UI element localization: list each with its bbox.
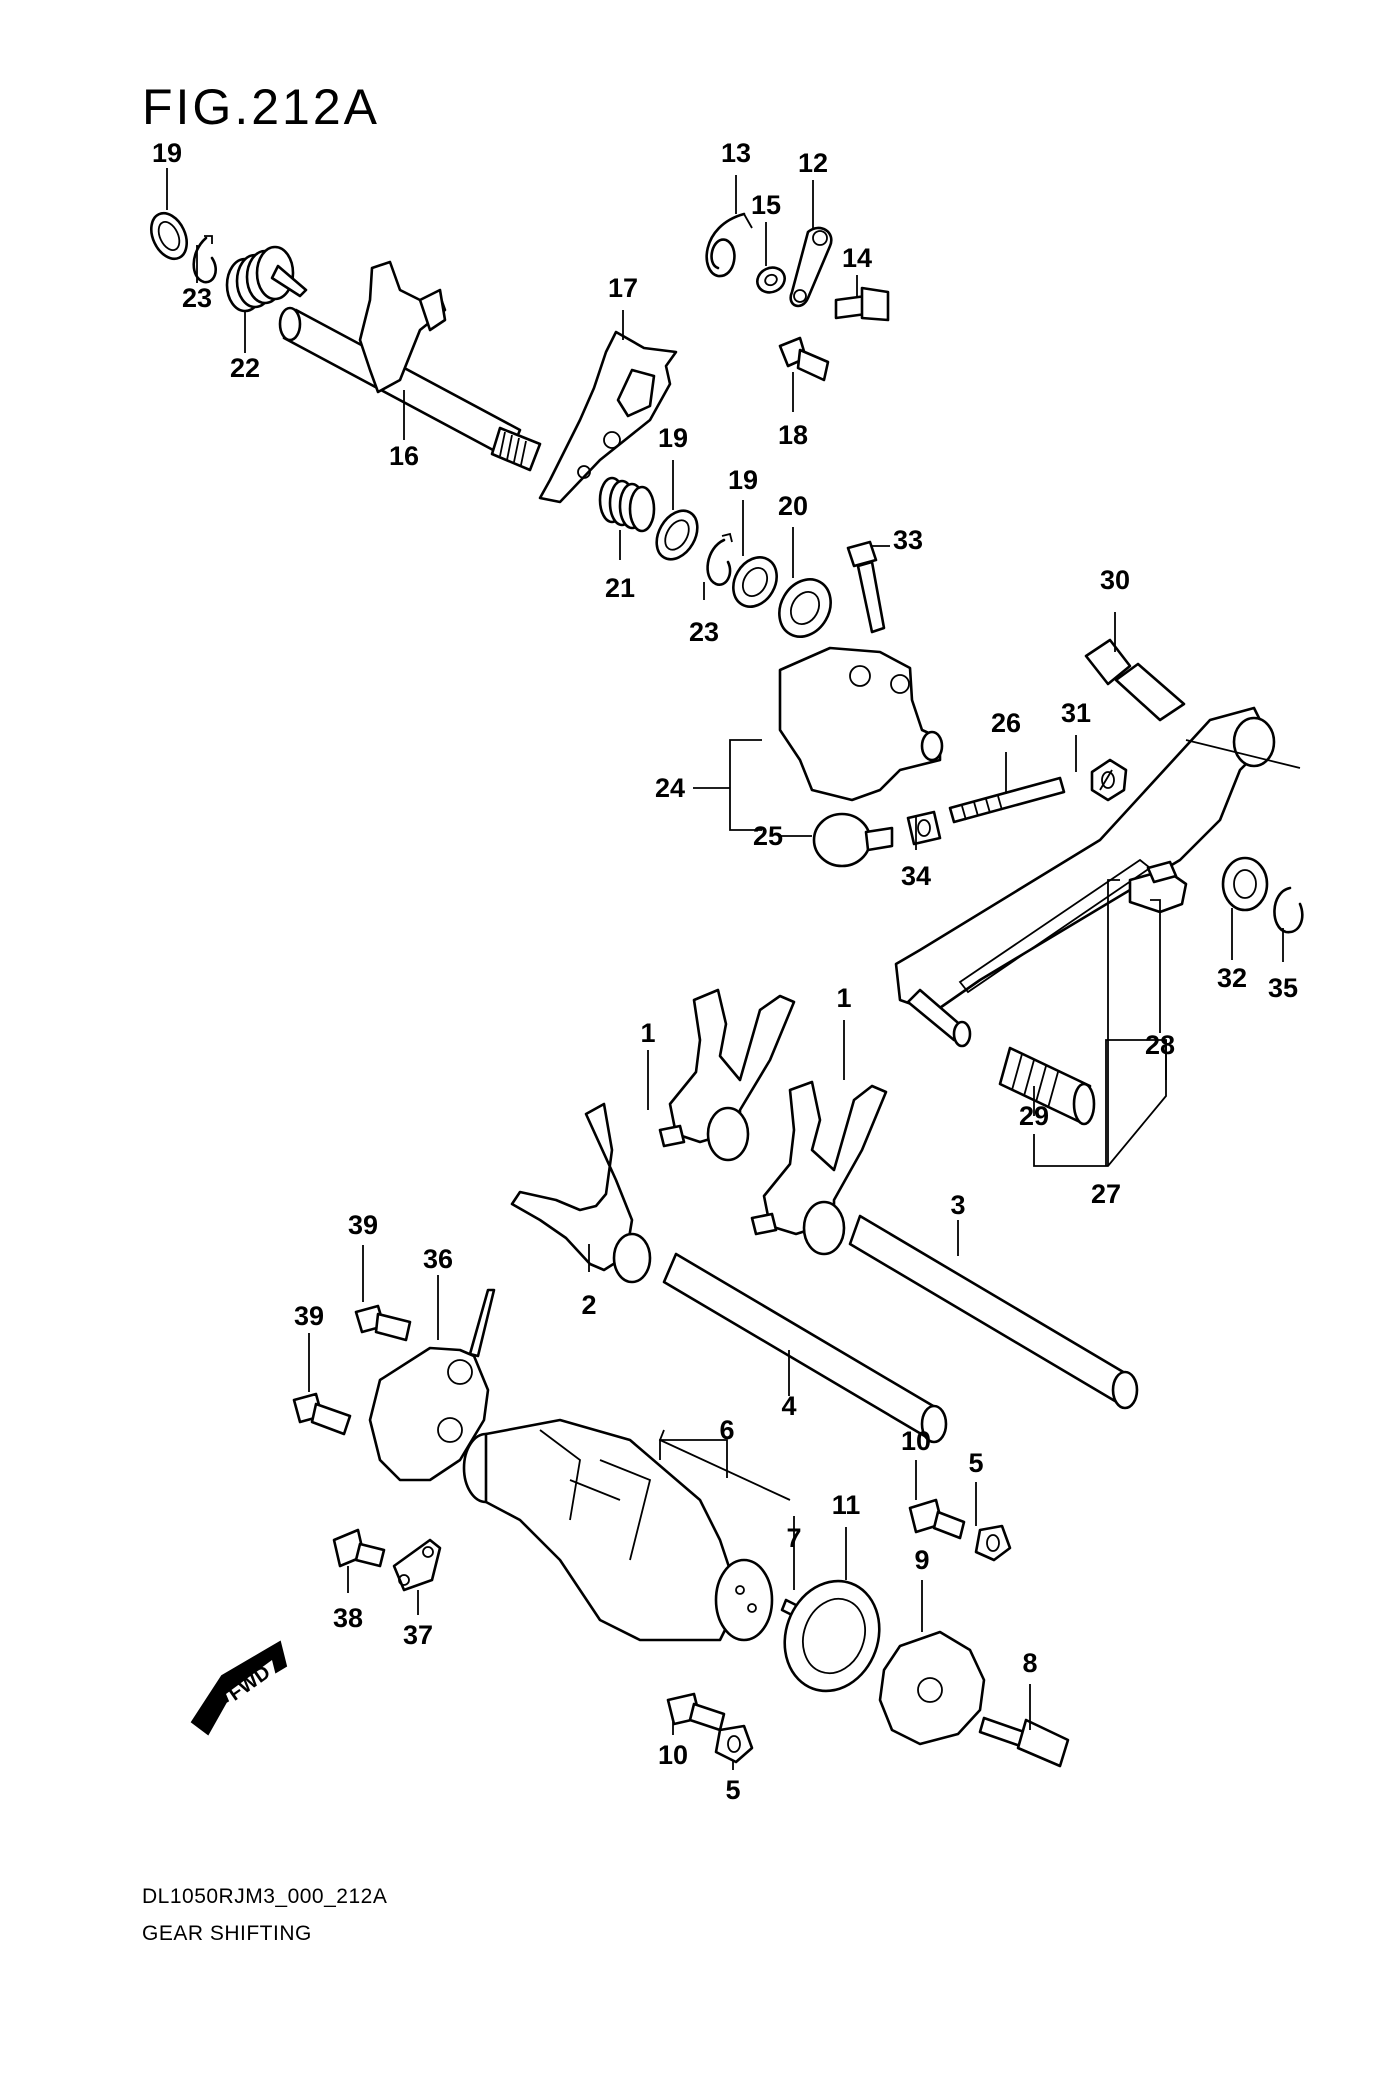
callout-14: 14 <box>842 243 872 273</box>
part-28-bolt <box>1128 860 1188 914</box>
callout-17: 17 <box>608 273 638 303</box>
callout-12: 12 <box>798 148 828 178</box>
part-19-washer-right <box>732 556 778 608</box>
callout-19: 19 <box>152 138 182 168</box>
part-33-bolt <box>846 540 886 634</box>
callout-labels: 19 23 22 16 13 12 15 14 17 18 19 19 20 3… <box>152 138 1298 1805</box>
callout-8: 8 <box>1022 1648 1037 1678</box>
part-10-bolt-upper <box>908 1498 966 1540</box>
part-27-shift-lever <box>894 706 1276 1048</box>
callout-29: 29 <box>1019 1101 1049 1131</box>
part-25-ball-joint <box>812 812 894 868</box>
part-12-link <box>789 226 833 308</box>
part-30-pivot-bolt <box>1084 638 1186 722</box>
callout-19: 19 <box>728 465 758 495</box>
callout-5: 5 <box>968 1448 983 1478</box>
part-4-fork-shaft <box>662 1252 948 1444</box>
part-13-spring <box>705 212 753 278</box>
callout-22: 22 <box>230 353 260 383</box>
callout-38: 38 <box>333 1603 363 1633</box>
part-18-bolt <box>778 336 830 382</box>
part-5-washer-lower <box>714 1724 754 1764</box>
callout-21: 21 <box>605 573 635 603</box>
callout-39: 39 <box>348 1210 378 1240</box>
part-11-bearing <box>783 1579 881 1693</box>
callout-31: 31 <box>1061 698 1091 728</box>
callout-4: 4 <box>781 1391 796 1421</box>
part-37-plate <box>392 1538 442 1592</box>
figure-title: FIG.212A <box>142 79 380 135</box>
part-8-bolt <box>978 1716 1070 1768</box>
callout-25: 25 <box>753 821 783 851</box>
callout-37: 37 <box>403 1620 433 1650</box>
figure-code: DL1050RJM3_000_212A <box>142 1885 388 1908</box>
part-20-oil-seal <box>778 578 832 638</box>
part-35-circlip <box>1273 886 1304 934</box>
callout-32: 32 <box>1217 963 1247 993</box>
part-5-washer-upper <box>974 1524 1012 1562</box>
part-2-shift-fork-lower <box>510 1102 652 1284</box>
part-16-shift-shaft <box>278 260 542 472</box>
callout-35: 35 <box>1268 973 1298 1003</box>
part-6-gearshift-cam-drum <box>462 1418 774 1642</box>
part-21-spring <box>598 476 656 533</box>
callout-10: 10 <box>658 1740 688 1770</box>
part-29-footpeg-rubber <box>998 1046 1096 1126</box>
part-38-bolt <box>332 1528 386 1568</box>
callout-19: 19 <box>658 423 688 453</box>
callout-24: 24 <box>655 773 685 803</box>
part-17-shift-arm <box>538 330 678 504</box>
callout-27: 27 <box>1091 1179 1121 1209</box>
fwd-direction-arrow: FWD <box>190 1640 288 1736</box>
leader-lines <box>166 168 1301 1770</box>
callout-1: 1 <box>640 1018 655 1048</box>
callout-26: 26 <box>991 708 1021 738</box>
callout-23: 23 <box>182 283 212 313</box>
part-26-tie-rod <box>948 776 1066 824</box>
callout-2: 2 <box>581 1290 596 1320</box>
part-24-bracket <box>778 646 944 802</box>
callout-36: 36 <box>423 1244 453 1274</box>
part-15-washer <box>756 266 786 294</box>
callout-33: 33 <box>893 525 923 555</box>
part-19-washer-top <box>150 211 188 261</box>
figure-name: GEAR SHIFTING <box>142 1922 312 1945</box>
callout-7: 7 <box>786 1523 801 1553</box>
callout-39: 39 <box>294 1301 324 1331</box>
part-14-bolt <box>834 286 890 322</box>
part-19-washer-mid <box>655 509 699 561</box>
part-22-spring-top <box>225 245 308 313</box>
callout-23: 23 <box>689 617 719 647</box>
part-10-bolt-lower <box>666 1692 726 1732</box>
part-9-cam-plate <box>878 1630 986 1746</box>
callout-15: 15 <box>751 190 781 220</box>
callout-5: 5 <box>725 1775 740 1805</box>
part-39-bolt-upper <box>354 1304 412 1342</box>
part-39-bolt-lower <box>292 1392 352 1436</box>
part-23-circlip-mid <box>706 532 733 586</box>
callout-30: 30 <box>1100 565 1130 595</box>
callout-1: 1 <box>836 983 851 1013</box>
part-3-fork-shaft <box>848 1214 1139 1410</box>
callout-10: 10 <box>901 1426 931 1456</box>
callout-18: 18 <box>778 420 808 450</box>
callout-11: 11 <box>832 1490 861 1520</box>
part-32-washer <box>1221 856 1269 912</box>
callout-13: 13 <box>721 138 751 168</box>
callout-16: 16 <box>389 441 419 471</box>
part-31-nut <box>1090 758 1128 802</box>
callout-9: 9 <box>914 1545 929 1575</box>
callout-3: 3 <box>950 1190 965 1220</box>
part-1-shift-fork-left <box>658 988 796 1162</box>
part-1-shift-fork-right <box>750 1080 888 1256</box>
callout-28: 28 <box>1145 1030 1175 1060</box>
callout-20: 20 <box>778 491 808 521</box>
callout-34: 34 <box>901 861 931 891</box>
callout-6: 6 <box>719 1415 734 1445</box>
part-34-nut <box>906 810 942 846</box>
